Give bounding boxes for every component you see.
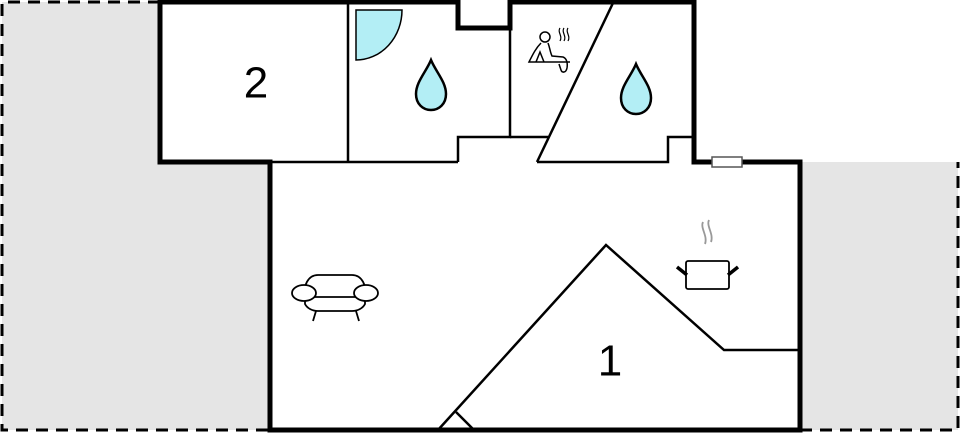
interior-walls <box>162 2 798 431</box>
cooking-pot-icon <box>675 219 740 290</box>
sauna-icon <box>527 27 570 73</box>
armchair-icon <box>291 274 379 322</box>
terrace-right <box>800 162 960 432</box>
room-2-label: 2 <box>244 59 268 108</box>
room-2-area <box>160 2 348 162</box>
water-drop-icon <box>414 56 448 112</box>
water-drop-icon <box>619 60 653 116</box>
shower-icon <box>355 9 403 61</box>
room-1-label: 1 <box>598 337 622 386</box>
window <box>711 156 743 168</box>
